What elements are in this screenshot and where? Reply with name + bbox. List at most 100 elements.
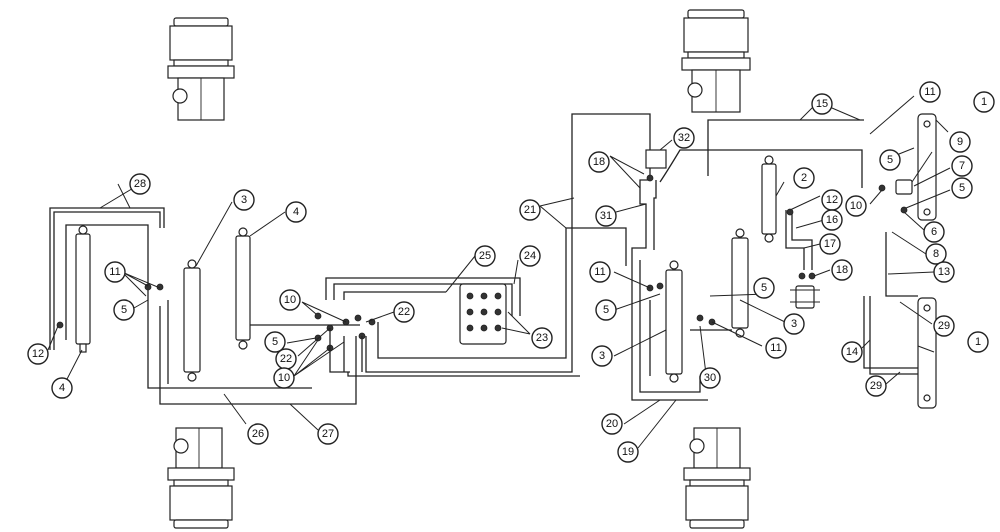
- callout-11-left: 11: [104, 261, 126, 283]
- callout-20: 20: [601, 413, 623, 435]
- svg-text:22: 22: [398, 306, 410, 318]
- svg-text:4: 4: [293, 206, 299, 218]
- cylinder-3-left: [183, 259, 201, 382]
- valve-block-23: [459, 283, 507, 345]
- hose-24-25: [325, 113, 651, 377]
- callout-3-right-a: 3: [591, 345, 613, 367]
- callout-28: 28: [129, 173, 151, 195]
- callout-26: 26: [247, 423, 269, 445]
- wheel-actuator-top-right: [681, 9, 751, 113]
- svg-text:18: 18: [593, 156, 605, 168]
- svg-text:5: 5: [603, 304, 609, 316]
- svg-text:26: 26: [252, 428, 264, 440]
- svg-text:32: 32: [678, 132, 690, 144]
- callout-19: 19: [617, 441, 639, 463]
- svg-text:3: 3: [599, 350, 605, 362]
- wheel-actuator-top-left: [167, 17, 235, 121]
- leader-lines: [47, 95, 951, 449]
- callout-31: 31: [595, 205, 617, 227]
- svg-text:25: 25: [479, 250, 491, 262]
- callout-32: 32: [673, 127, 695, 149]
- callout-18-lower: 18: [831, 259, 853, 281]
- valve-32: [645, 149, 667, 182]
- hose-16-17: [785, 208, 813, 270]
- callout-21: 21: [519, 199, 541, 221]
- callout-27: 27: [317, 423, 339, 445]
- callout-11-right-lower: 11: [765, 337, 787, 359]
- callout-3-left: 3: [233, 189, 255, 211]
- valve-7-9: [878, 179, 913, 214]
- cylinder-3-right-b: [731, 228, 749, 338]
- svg-text:8: 8: [933, 248, 939, 260]
- svg-text:15: 15: [816, 98, 828, 110]
- cylinder-4-mid: [235, 227, 251, 350]
- svg-text:11: 11: [594, 266, 605, 278]
- svg-text:12: 12: [32, 348, 44, 360]
- callout-11-top-right: 11: [919, 81, 941, 103]
- svg-text:2: 2: [801, 172, 807, 184]
- callout-1-upper: 1: [973, 91, 995, 113]
- svg-text:4: 4: [59, 382, 65, 394]
- hose-left-inner: [65, 224, 149, 340]
- bracket-1-upper: [917, 113, 937, 221]
- callout-22-lower: 22: [275, 348, 297, 370]
- callout-10-upper: 10: [279, 289, 301, 311]
- callout-9: 9: [949, 131, 971, 153]
- callout-30: 30: [699, 367, 721, 389]
- svg-text:27: 27: [322, 428, 334, 440]
- svg-text:6: 6: [931, 226, 937, 238]
- svg-text:31: 31: [600, 210, 612, 222]
- svg-text:20: 20: [606, 418, 618, 430]
- hose-26-27: [147, 300, 357, 405]
- callout-18-upper: 18: [588, 151, 610, 173]
- wheel-actuator-bottom-left: [167, 427, 235, 529]
- svg-text:14: 14: [846, 346, 858, 358]
- svg-text:11: 11: [109, 266, 120, 278]
- fitting: [56, 321, 64, 329]
- bracket-1-lower: [917, 297, 937, 409]
- cylinder-4-left: [75, 225, 91, 353]
- svg-text:29: 29: [938, 320, 950, 332]
- callout-4-mid: 4: [285, 201, 307, 223]
- svg-text:5: 5: [761, 282, 767, 294]
- hose-28: [49, 207, 165, 350]
- callout-25: 25: [474, 245, 496, 267]
- callout-7: 7: [951, 155, 973, 177]
- svg-text:10: 10: [850, 200, 862, 212]
- callout-12-left: 12: [27, 343, 49, 365]
- svg-text:24: 24: [524, 250, 536, 262]
- callout-29-upper: 29: [933, 315, 955, 337]
- svg-text:28: 28: [134, 178, 146, 190]
- svg-text:29: 29: [870, 380, 882, 392]
- svg-text:30: 30: [704, 372, 716, 384]
- cylinder-3-right-a: [665, 260, 683, 383]
- svg-text:11: 11: [924, 86, 935, 98]
- svg-text:19: 19: [622, 446, 634, 458]
- hose-18-31: [631, 119, 864, 266]
- cylinder-2: [761, 155, 777, 243]
- svg-text:5: 5: [959, 182, 965, 194]
- callout-5-right-b: 5: [753, 277, 775, 299]
- svg-text:23: 23: [536, 332, 548, 344]
- callout-8: 8: [925, 243, 947, 265]
- svg-text:17: 17: [824, 238, 836, 250]
- callout-3-right-b: 3: [783, 313, 805, 335]
- callout-5-mid: 5: [264, 331, 286, 353]
- callout-15: 15: [811, 93, 833, 115]
- callout-24: 24: [519, 245, 541, 267]
- callout-13: 13: [933, 261, 955, 283]
- callout-22-upper: 22: [393, 301, 415, 323]
- callout-16: 16: [821, 209, 843, 231]
- svg-text:7: 7: [959, 160, 965, 172]
- callout-17: 17: [819, 233, 841, 255]
- svg-text:21: 21: [524, 204, 536, 216]
- svg-text:11: 11: [770, 342, 781, 354]
- callout-10-lower: 10: [273, 367, 295, 389]
- fitting: [656, 282, 664, 290]
- svg-text:5: 5: [121, 304, 127, 316]
- callout-11-right: 11: [589, 261, 611, 283]
- svg-text:3: 3: [241, 194, 247, 206]
- callout-5-right: 5: [595, 299, 617, 321]
- svg-text:1: 1: [981, 96, 987, 108]
